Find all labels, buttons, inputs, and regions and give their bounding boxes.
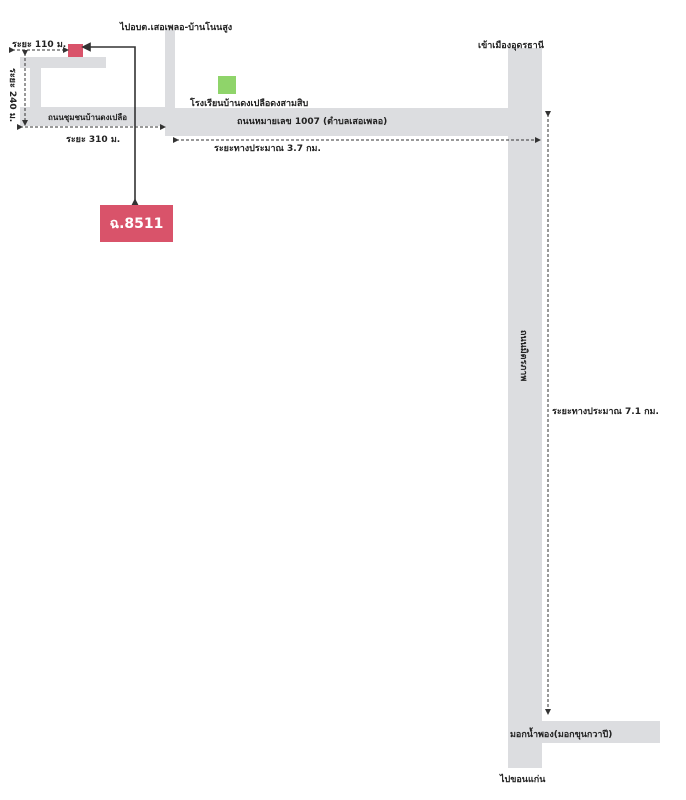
top-road-destination-label: ไปอบต.เสอเพลอ-บ้านโนนสูง: [120, 23, 233, 33]
highway-1007-road: [165, 108, 540, 136]
main-highway-label: ถนนมิตรภาพ: [518, 330, 528, 382]
distance-71km-label: ระยะทางประมาณ 7.1 กม.: [552, 407, 659, 417]
bottom-junction-label: มอกน้ำพอง(มอกขุนกวาปี): [510, 730, 613, 740]
school-label: โรงเรียนบ้านดงเปลือดงสามสิบ: [190, 99, 309, 109]
north-road: [165, 30, 175, 112]
plot-pointer-line: [81, 42, 140, 208]
highway-1007-label: ถนนหมายเลข 1007 (ตำบลเสอเพลอ): [237, 117, 388, 127]
distance-37km-label: ระยะทางประมาณ 3.7 กม.: [214, 144, 321, 154]
upper-branch-road: [20, 57, 106, 68]
top-right-destination-label: เข้าเมืองอุดรธานี: [478, 41, 544, 51]
distance-110-label: ระยะ 110 ม.: [12, 40, 67, 50]
plot-id-box: ฉ.8511: [100, 205, 173, 242]
local-road-label: ถนนชุมชนบ้านดงเปลือ: [48, 113, 128, 122]
bottom-destination-label: ไปขอนแก่น: [500, 775, 546, 785]
bottom-junction-road: [508, 721, 660, 743]
distance-310-label: ระยะ 310 ม.: [66, 135, 121, 145]
distance-240-label: ระยะ 240 ม.: [7, 68, 17, 123]
upper-branch-vertical-road: [30, 57, 41, 113]
main-highway-road: [508, 48, 542, 768]
school-marker: [218, 76, 236, 94]
site-marker: [68, 44, 83, 57]
